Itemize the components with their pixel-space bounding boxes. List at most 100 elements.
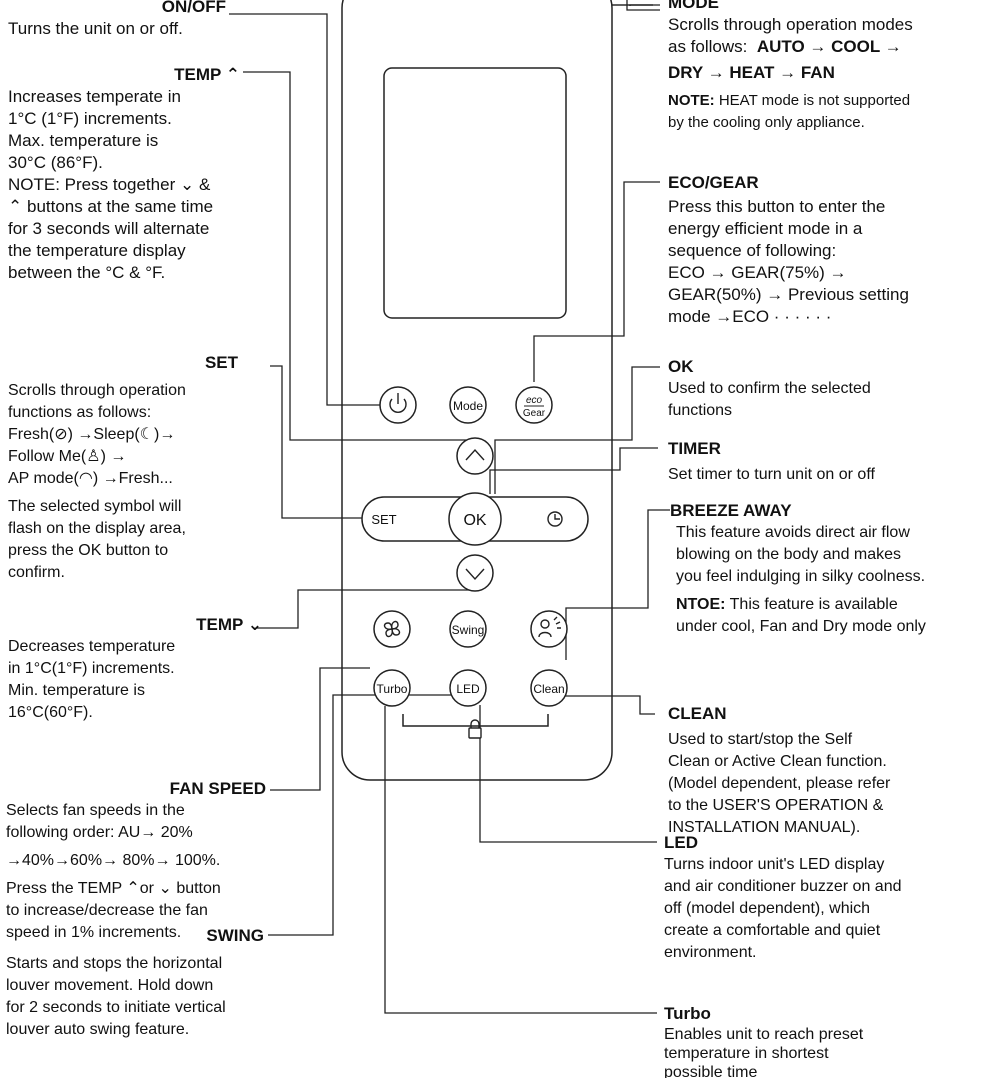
onoff-desc: Turns the unit on or off. <box>8 19 183 38</box>
chevron-down-icon: ⌄ <box>158 880 172 897</box>
leader-lines <box>229 0 670 1014</box>
mode-as: as follows: <box>668 37 748 56</box>
temp-up-line: the temperature display <box>8 241 186 260</box>
turbo-line: Enables unit to reach preset <box>664 1026 864 1043</box>
temp-up-title: TEMP <box>174 65 222 84</box>
mode-title: MODE <box>668 0 719 12</box>
breeze-away-annotation: BREEZE AWAY This feature avoids direct a… <box>670 500 1006 638</box>
clock-icon <box>547 511 563 527</box>
ok-title: OK <box>668 357 694 376</box>
temp-up-line: for 3 seconds will alternate <box>8 219 210 238</box>
onoff-annotation: ON/OFF Turns the unit on or off. <box>0 0 226 40</box>
eco-line: mode →ECO · · · · · · <box>668 307 832 326</box>
chevron-up-icon <box>465 448 485 461</box>
chevron-down-icon <box>465 568 485 581</box>
breeze-line: blowing on the body and makes <box>676 546 902 563</box>
buttons <box>361 386 589 707</box>
set-line: The selected symbol will <box>8 498 182 515</box>
line-led <box>479 705 657 843</box>
swing-button-label[interactable]: Swing <box>452 623 485 637</box>
line-set <box>270 365 375 519</box>
power-button <box>379 386 417 424</box>
wifi-icon: ◠ <box>78 470 93 487</box>
onoff-title: ON/OFF <box>161 0 226 16</box>
eco-gear-button <box>515 386 553 424</box>
led-button <box>449 669 487 707</box>
line-turbo <box>384 706 657 1014</box>
breeze-line: you feel indulging in silky coolness. <box>676 568 926 585</box>
set-button-label[interactable]: SET <box>371 512 396 527</box>
lock-icon <box>468 719 482 739</box>
mode-annotation: MODE Scrolls through operation modes as … <box>668 0 1003 134</box>
chevron-up-icon: ⌃ <box>8 197 23 216</box>
and-text: & <box>198 175 211 194</box>
line-ok <box>494 366 660 494</box>
ok-annotation: OK Used to confirm the selected function… <box>668 356 1003 422</box>
eco-gear-annotation: ECO/GEAR Press this button to enter the … <box>668 172 1003 328</box>
breeze-note: under cool, Fan and Dry mode only <box>676 618 926 635</box>
clean-line: Clean or Active Clean function. <box>668 753 887 770</box>
clean-line: to the USER'S OPERATION & <box>668 797 884 814</box>
mode-button-label[interactable]: Mode <box>453 399 483 413</box>
turbo-button-label[interactable]: Turbo <box>377 682 408 696</box>
led-button-label[interactable]: LED <box>456 682 480 696</box>
chevron-down-icon: ⌄ <box>247 615 262 634</box>
note-label: NOTE: <box>668 92 715 109</box>
led-annotation: LED Turns indoor unit's LED display and … <box>664 832 1004 964</box>
note-label: NTOE: <box>676 596 726 613</box>
eco-line: Press this button to enter the <box>668 197 886 216</box>
breeze-note: This feature is available <box>729 596 898 613</box>
swing-annotation: SWING Starts and stops the horizontal lo… <box>6 925 306 1041</box>
sleep-label: ) →Sleep( <box>67 426 140 443</box>
temp-up-note: NOTE: Press together <box>8 175 176 194</box>
timer-desc: Set timer to turn unit on or off <box>668 466 875 483</box>
svg-text:Gear: Gear <box>523 408 546 419</box>
temp-up-line: 1°C (1°F) increments. <box>8 109 172 128</box>
breeze-away-button <box>530 610 568 648</box>
line-onoff <box>229 13 380 406</box>
timer-title: TIMER <box>668 439 721 458</box>
temp-up-line: Max. temperature is <box>8 131 159 150</box>
fan-line: →40%→60%→ 80%→ 100%. <box>6 852 221 869</box>
temp-down-line: Min. temperature is <box>8 682 145 699</box>
timer-annotation: TIMER Set timer to turn unit on or off <box>668 438 1003 486</box>
eco-line: ECO → GEAR(75%) → <box>668 263 847 282</box>
led-line: environment. <box>664 944 757 961</box>
swing-line: louver auto swing feature. <box>6 1021 190 1038</box>
ok-button-label[interactable]: OK <box>463 512 486 529</box>
mode-button <box>449 386 487 424</box>
set-line: confirm. <box>8 564 65 581</box>
led-title: LED <box>664 833 698 852</box>
fan-press: Press the TEMP <box>6 880 122 897</box>
mode-note: HEAT mode is not supported <box>718 92 911 109</box>
fan-line: speed in 1% increments. <box>6 924 182 941</box>
set-annotation: SET Scrolls through operation functions … <box>8 352 278 584</box>
clean-line: INSTALLATION MANUAL). <box>668 819 861 836</box>
set-line: functions as follows: <box>8 404 152 421</box>
arrow-text: )→ <box>154 426 176 443</box>
led-line: create a comfortable and quiet <box>664 922 881 939</box>
clean-line: Used to start/stop the Self <box>668 731 853 748</box>
line-clean <box>548 695 655 715</box>
temp-up-line: buttons at the same time <box>26 197 214 216</box>
remote-body <box>341 0 613 781</box>
svg-text:eco: eco <box>526 395 543 406</box>
arrow-text: ) → <box>100 448 127 465</box>
breeze-person-icon <box>538 616 561 638</box>
eco-line: GEAR(50%) → Previous setting <box>668 285 909 304</box>
turbo-line: possible time <box>664 1064 758 1078</box>
sleep-icon: ☾ <box>139 426 155 443</box>
power-icon <box>389 393 407 413</box>
display-screen <box>383 67 567 319</box>
eco-line: energy efficient mode in a <box>668 219 863 238</box>
temp-down-line: Decreases temperature <box>8 638 176 655</box>
swing-line: for 2 seconds to initiate vertical <box>6 999 226 1016</box>
set-line: press the OK button to <box>8 542 169 559</box>
line-mode-hidden <box>476 182 661 385</box>
clean-button-label[interactable]: Clean <box>533 682 564 696</box>
ok-button <box>448 492 502 546</box>
temp-down-button <box>456 554 494 592</box>
ap-mode-label: AP mode( <box>8 470 79 487</box>
